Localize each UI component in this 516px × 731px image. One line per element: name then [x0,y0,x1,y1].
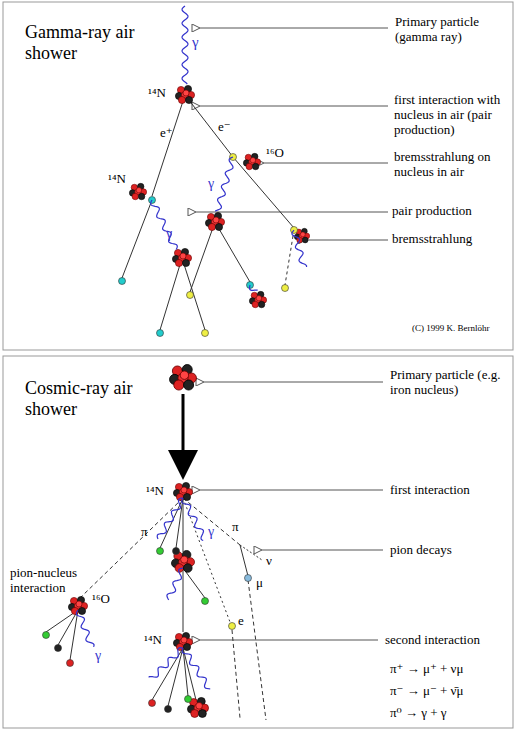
nucleus-label: ¹⁶O [92,592,110,607]
annotation: pair production [392,204,512,219]
photon-wave [151,200,178,249]
nucleus-label: ¹⁴N [148,86,166,101]
particle-symbol: γ [208,524,214,540]
particle-symbol: e⁺ [160,126,173,141]
leader-lines [196,28,388,640]
photon-wave [149,648,183,678]
panel-frame [3,2,513,350]
copyright: (C) 1999 K. Bernlöhr [412,323,490,333]
particle-tracks [46,95,294,720]
particle-symbol: π [141,525,148,540]
particle-dots [43,154,298,713]
particle-symbol: γ [192,34,199,51]
photon-wave [167,568,183,600]
nucleus-label: ¹⁶O [266,146,284,161]
panel-title: Gamma-ray air shower [25,22,155,63]
annotation: pion decays [390,543,510,558]
annotation: bremsstrahlung [392,232,512,247]
annotation: first interaction [390,483,510,498]
annotation: Primary particle (e.g. iron nucleus) [390,368,508,398]
decay-equation: π⁰ → γ + γ [390,706,447,721]
photon-waves [76,6,306,689]
photon-wave [182,6,188,84]
annotation: first interaction with nucleus in air (p… [394,93,512,138]
particle-symbol: e⁻ [218,120,231,135]
decay-equation: π⁺ → μ⁺ + νμ [390,662,463,677]
panel-frame [3,356,513,728]
annotation: pion-nucleus interaction [10,566,106,596]
particle-symbol: π [232,520,239,535]
photon-wave [182,648,210,689]
particle-symbol: μ [256,576,263,591]
photon-wave [157,498,183,539]
photon-wave [292,230,307,267]
annotation: Primary particle (gamma ray) [395,15,507,45]
nucleus-label: ¹⁴N [146,484,164,499]
annotation: second interaction [385,633,505,648]
particle-symbol: e [238,614,244,629]
decay-equation: π⁻ → μ⁻ + ν̄μ [390,684,463,699]
photon-wave [76,610,94,647]
nuclei [68,85,309,717]
nucleus-label: ¹⁴N [144,633,162,648]
particle-symbol: γ [208,176,214,192]
photon-wave [182,498,204,541]
photon-wave [250,285,258,290]
panel-title: Cosmic-ray air shower [25,378,155,419]
particle-symbol: γ [95,648,101,664]
annotation: bremsstrahlung on nucleus in air [394,150,512,180]
particle-symbol: ν [266,554,272,569]
particle-symbol: γ [166,226,172,242]
photon-wave [215,157,233,211]
nucleus-label: ¹⁴N [108,172,126,187]
